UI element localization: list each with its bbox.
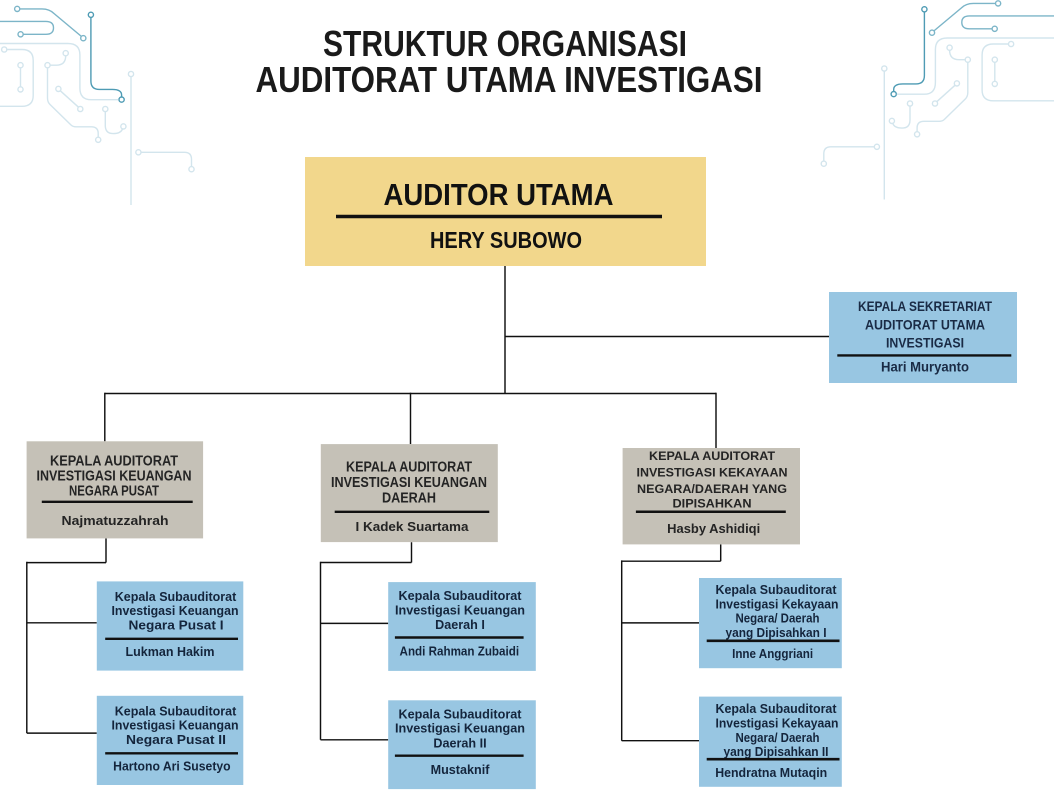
svg-text:Daerah I: Daerah I [435, 618, 485, 632]
svg-text:NEGARA PUSAT: NEGARA PUSAT [69, 483, 159, 499]
svg-text:NEGARA/DAERAH YANG: NEGARA/DAERAH YANG [637, 482, 787, 496]
svg-text:INVESTIGASI KEKAYAAN: INVESTIGASI KEKAYAAN [637, 465, 788, 479]
svg-text:I Kadek Suartama: I Kadek Suartama [356, 519, 470, 534]
svg-text:Investigasi Kekayaan: Investigasi Kekayaan [716, 716, 839, 730]
svg-text:AUDITOR UTAMA: AUDITOR UTAMA [384, 178, 614, 212]
svg-text:DIPISAHKAN: DIPISAHKAN [673, 496, 752, 510]
svg-text:Daerah II: Daerah II [433, 736, 486, 750]
svg-text:yang Dipisahkan II: yang Dipisahkan II [724, 745, 829, 759]
svg-text:KEPALA AUDITORAT: KEPALA AUDITORAT [346, 459, 472, 475]
svg-text:Kepala Subauditorat: Kepala Subauditorat [115, 704, 237, 718]
svg-text:Inne Anggriani: Inne Anggriani [732, 647, 813, 661]
svg-text:Lukman Hakim: Lukman Hakim [126, 645, 215, 659]
svg-text:yang Dipisahkan I: yang Dipisahkan I [726, 626, 827, 640]
svg-text:STRUKTUR ORGANISASI: STRUKTUR ORGANISASI [323, 23, 687, 64]
svg-text:Kepala Subauditorat: Kepala Subauditorat [716, 583, 838, 597]
svg-text:Hartono Ari Susetyo: Hartono Ari Susetyo [113, 760, 231, 774]
svg-text:AUDITORAT UTAMA INVESTIGASI: AUDITORAT UTAMA INVESTIGASI [256, 59, 763, 100]
svg-text:Hari Muryanto: Hari Muryanto [881, 360, 969, 375]
svg-text:DAERAH: DAERAH [382, 490, 436, 506]
svg-text:INVESTIGASI: INVESTIGASI [886, 336, 964, 351]
svg-text:Kepala Subauditorat: Kepala Subauditorat [115, 590, 237, 604]
svg-text:INVESTIGASI KEUANGAN: INVESTIGASI KEUANGAN [331, 475, 487, 491]
svg-text:Negara/ Daerah: Negara/ Daerah [736, 731, 820, 745]
svg-text:Investigasi Keuangan: Investigasi Keuangan [112, 604, 239, 618]
svg-text:Investigasi Keuangan: Investigasi Keuangan [112, 719, 239, 733]
svg-text:Investigasi Keuangan: Investigasi Keuangan [395, 604, 525, 618]
svg-text:Andi Rahman Zubaidi: Andi Rahman Zubaidi [400, 645, 520, 659]
svg-text:Kepala Subauditorat: Kepala Subauditorat [399, 589, 523, 603]
svg-text:Kepala Subauditorat: Kepala Subauditorat [716, 702, 838, 716]
svg-text:Hendratna Mutaqin: Hendratna Mutaqin [715, 766, 827, 780]
svg-text:INVESTIGASI KEUANGAN: INVESTIGASI KEUANGAN [37, 469, 192, 485]
svg-text:Negara Pusat II: Negara Pusat II [126, 733, 226, 747]
svg-text:Investigasi Kekayaan: Investigasi Kekayaan [716, 597, 839, 611]
svg-text:Investigasi Keuangan: Investigasi Keuangan [395, 722, 525, 736]
svg-text:Negara Pusat I: Negara Pusat I [129, 619, 224, 633]
svg-text:Kepala Subauditorat: Kepala Subauditorat [399, 707, 523, 721]
svg-text:Najmatuzzahrah: Najmatuzzahrah [62, 513, 169, 528]
svg-text:KEPALA SEKRETARIAT: KEPALA SEKRETARIAT [858, 299, 992, 314]
svg-text:KEPALA AUDITORAT: KEPALA AUDITORAT [649, 449, 775, 463]
svg-text:Mustaknif: Mustaknif [431, 763, 491, 777]
svg-text:HERY SUBOWO: HERY SUBOWO [430, 227, 582, 253]
svg-text:Negara/ Daerah: Negara/ Daerah [736, 612, 820, 626]
svg-text:AUDITORAT UTAMA: AUDITORAT UTAMA [865, 318, 985, 333]
svg-text:Hasby Ashidiqi: Hasby Ashidiqi [667, 521, 760, 536]
svg-text:KEPALA AUDITORAT: KEPALA AUDITORAT [50, 453, 178, 469]
